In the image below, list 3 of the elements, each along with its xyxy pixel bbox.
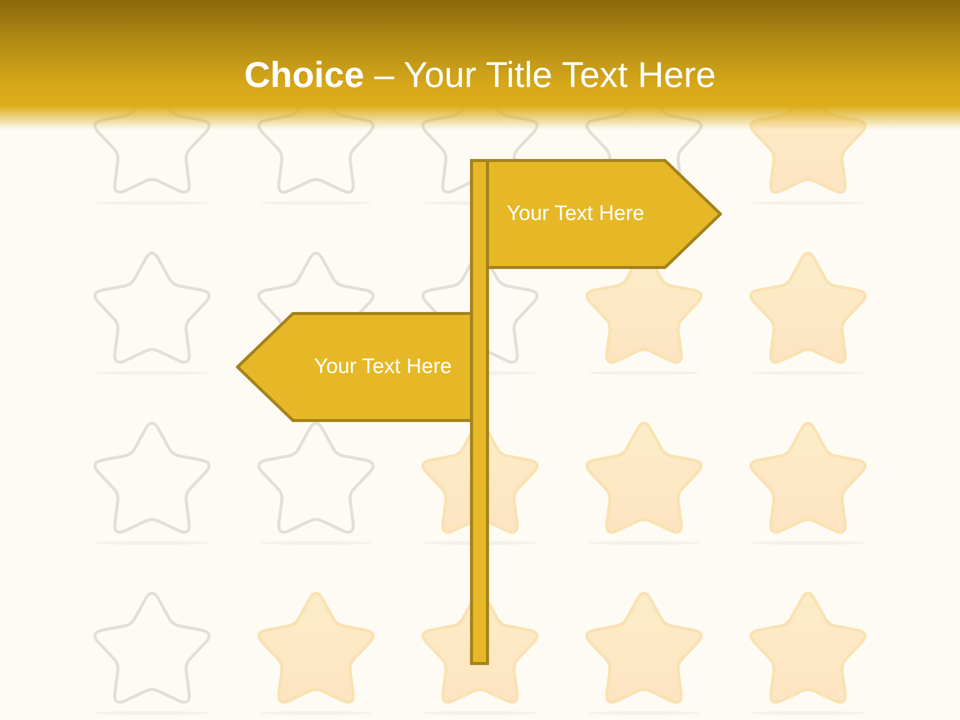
sign-text: Your Text Here xyxy=(506,201,644,227)
slide-title: Choice – Your Title Text Here xyxy=(244,53,716,97)
sign-text: Your Text Here xyxy=(314,354,452,380)
